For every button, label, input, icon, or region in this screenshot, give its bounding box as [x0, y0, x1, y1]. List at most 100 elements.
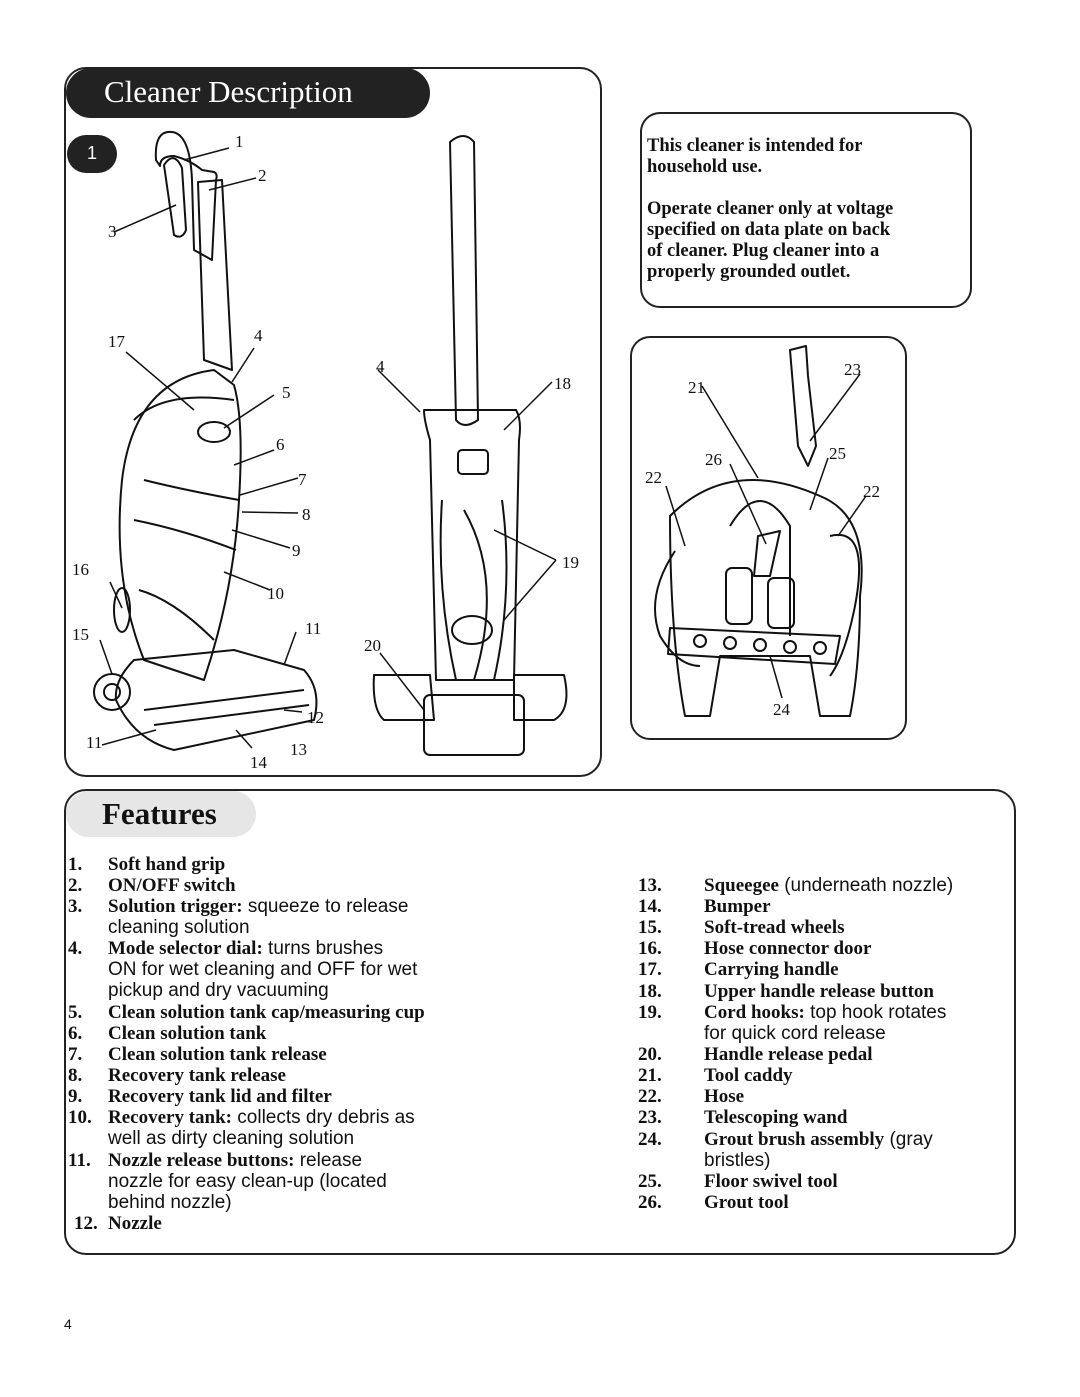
- feature-name: Cord hooks:: [704, 1002, 805, 1023]
- features-title-tab: Features: [66, 791, 256, 837]
- feature-number: 10.: [68, 1107, 92, 1128]
- callout-2: 2: [258, 166, 267, 185]
- feature-name: Floor swivel tool: [704, 1171, 838, 1192]
- feature-description-cont2: pickup and dry vacuuming: [108, 980, 329, 1001]
- feature-number: 26.: [638, 1192, 662, 1213]
- feature-number: 7.: [68, 1044, 83, 1065]
- notice-line-1: This cleaner is intended for: [647, 136, 863, 156]
- callout-16: 16: [72, 560, 89, 579]
- feature-number: 14.: [638, 896, 662, 917]
- feature-number: 4.: [68, 938, 83, 959]
- callout-7: 7: [298, 470, 307, 489]
- feature-description-cont: well as dirty cleaning solution: [108, 1128, 355, 1149]
- callout-19: 19: [562, 553, 579, 572]
- feature-name: Grout tool: [704, 1192, 789, 1213]
- callout-11-left: 11: [86, 733, 103, 752]
- feature-number: 21.: [638, 1065, 662, 1086]
- feature-name: Recovery tank release: [108, 1065, 286, 1086]
- feature-name: Nozzle release buttons:: [108, 1150, 295, 1171]
- feature-name: Solution trigger:: [108, 896, 243, 917]
- feature-number: 22.: [638, 1086, 662, 1107]
- back-handle-shape: [449, 135, 479, 426]
- callout-15: 15: [72, 625, 89, 644]
- feature-name: Bumper: [704, 896, 771, 917]
- feature-number: 15.: [638, 917, 662, 938]
- feature-name: Telescoping wand: [704, 1107, 848, 1128]
- feature-name: Handle release pedal: [704, 1044, 873, 1065]
- handle-shaft-shape: [197, 179, 233, 371]
- cleaner-description-title-tab: Cleaner Description: [66, 68, 430, 118]
- callout-22-right: 22: [863, 482, 880, 501]
- feature-description-cont2: behind nozzle): [108, 1192, 232, 1213]
- feature-name: Squeegee: [704, 875, 779, 896]
- callout-25: 25: [829, 444, 846, 463]
- callout-17: 17: [108, 332, 125, 351]
- notice-line-2: household use.: [647, 157, 763, 177]
- notice-line-3: Operate cleaner only at voltage: [647, 199, 894, 219]
- feature-name: Tool caddy: [704, 1065, 793, 1086]
- household-use-notice-box: This cleaner is intended for household u…: [640, 112, 972, 308]
- feature-number: 11.: [68, 1150, 91, 1171]
- features-title: Features: [102, 796, 217, 831]
- caddy-body-shape: [669, 479, 863, 717]
- feature-number: 1.: [68, 854, 83, 875]
- notice-line-5: of cleaner. Plug cleaner into a: [647, 241, 880, 261]
- feature-number: 20.: [638, 1044, 662, 1065]
- hose-left-shape: [654, 550, 701, 667]
- left-wheel-housing-shape: [372, 674, 435, 721]
- feature-name: ON/OFF switch: [108, 875, 236, 896]
- callout-12: 12: [307, 708, 324, 727]
- callout-9: 9: [292, 541, 301, 560]
- callout-4: 4: [254, 326, 263, 345]
- tool-caddy-illustration: [654, 345, 867, 717]
- feature-name: Grout brush assembly: [704, 1129, 885, 1150]
- feature-number: 8.: [68, 1065, 83, 1086]
- callout-21: 21: [688, 378, 705, 397]
- feature-description: turns brushes: [262, 938, 384, 959]
- right-wheel-housing-shape: [513, 674, 568, 721]
- callout-10: 10: [267, 584, 284, 603]
- notice-line-6: properly grounded outlet.: [647, 262, 851, 282]
- feature-description: release: [294, 1150, 363, 1171]
- feature-description: squeeze to release: [242, 896, 409, 917]
- feature-number: 24.: [638, 1129, 662, 1150]
- feature-number: 5.: [68, 1002, 83, 1023]
- wheel-shape: [93, 673, 131, 711]
- upright-cleaner-front-illustration: [93, 130, 568, 756]
- feature-number: 9.: [68, 1086, 83, 1107]
- callout-1: 1: [235, 132, 244, 151]
- feature-name: Hose connector door: [704, 938, 872, 959]
- feature-name: Clean solution tank release: [108, 1044, 327, 1065]
- callout-23: 23: [844, 360, 861, 379]
- feature-description: top hook rotates: [804, 1002, 947, 1023]
- feature-number: 13.: [638, 875, 662, 896]
- callout-13: 13: [290, 740, 307, 759]
- feature-description-cont: ON for wet cleaning and OFF for wet: [108, 959, 418, 980]
- rear-nozzle-shape: [423, 694, 525, 756]
- feature-description-cont: nozzle for easy clean-up (located: [108, 1171, 387, 1192]
- feature-name: Recovery tank lid and filter: [108, 1086, 332, 1107]
- grout-brush-shape: [667, 627, 841, 665]
- callout-4-back: 4: [376, 357, 385, 376]
- feature-description-cont: cleaning solution: [108, 917, 250, 938]
- feature-name: Recovery tank:: [108, 1107, 232, 1128]
- feature-name: Mode selector dial:: [108, 938, 263, 959]
- section-title: Cleaner Description: [104, 74, 353, 109]
- callout-6: 6: [276, 435, 285, 454]
- handle-grip-shape: [154, 130, 218, 261]
- feature-name: Carrying handle: [704, 959, 839, 980]
- figure-badge-label: 1: [86, 143, 97, 163]
- hose-right-shape: [829, 533, 861, 677]
- nozzle-base-shape: [114, 649, 318, 751]
- feature-description-cont: for quick cord release: [704, 1023, 886, 1044]
- feature-name: Clean solution tank cap/measuring cup: [108, 1002, 425, 1023]
- feature-description: collects dry debris as: [232, 1107, 415, 1128]
- page-number: 4: [64, 1316, 72, 1332]
- callout-3: 3: [108, 222, 117, 241]
- feature-name: Upper handle release button: [704, 981, 934, 1002]
- telescoping-wand-shape: [789, 345, 817, 467]
- grout-tool-shape: [753, 530, 781, 577]
- callout-18: 18: [554, 374, 571, 393]
- feature-number: 12.: [74, 1213, 98, 1234]
- feature-number: 2.: [68, 875, 83, 896]
